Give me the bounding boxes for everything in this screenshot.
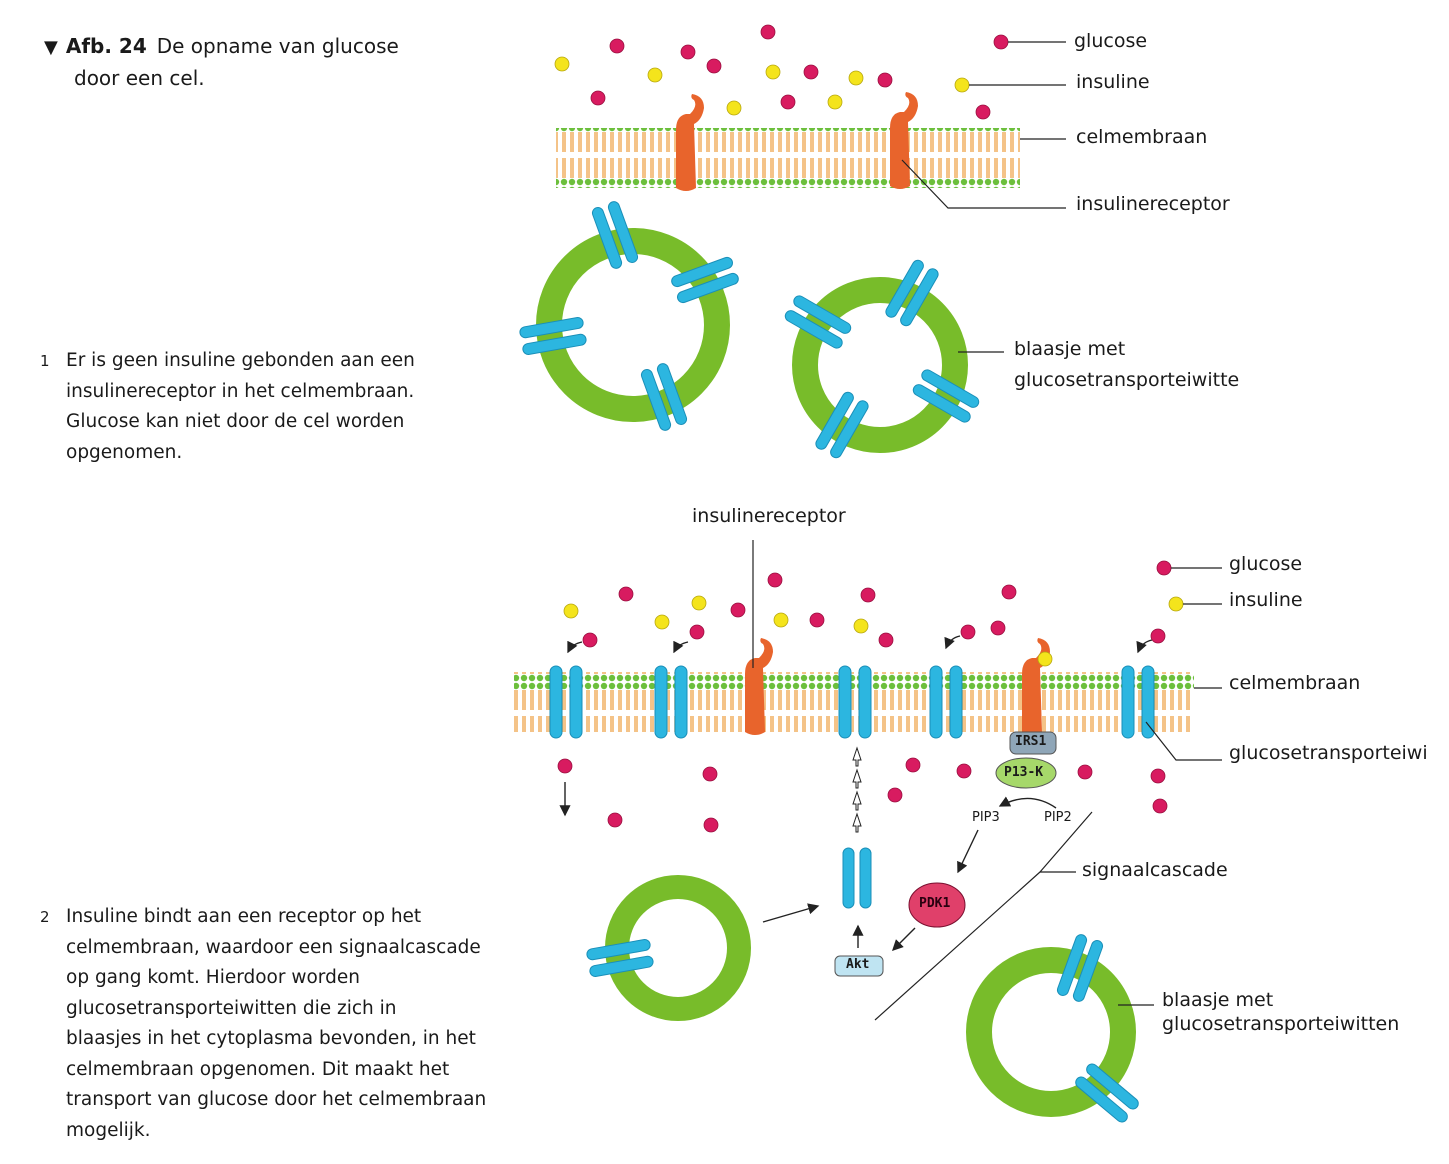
label-akt: Akt	[846, 957, 870, 972]
caption-2-line: celmembraan, waardoor een signaalcascade	[66, 936, 481, 958]
caption-2-line: celmembraan opgenomen. Dit maakt het	[66, 1058, 450, 1080]
glucose-molecules-panel2	[557, 560, 1172, 833]
label-transporter: glucosetransporteiwi	[1229, 742, 1428, 764]
pdk1-shape	[908, 882, 966, 928]
caption-1-line: opgenomen.	[66, 441, 183, 463]
caption-1-line: insulinereceptor in het celmembraan.	[66, 380, 415, 402]
caption-1-line: Er is geen insuline gebonden aan een	[66, 350, 415, 371]
membrane-bottom	[514, 672, 1194, 732]
figure-marker-icon: ▼	[44, 37, 58, 58]
leader-lines-panel2	[752, 540, 1222, 1021]
vesicle-3	[586, 875, 751, 1021]
insulin-molecules-panel1	[554, 56, 970, 116]
caption-2-line: glucosetransporteiwitten die zich in	[66, 997, 397, 1019]
figure-title: ▼ Afb. 24 De opname van glucose	[44, 30, 399, 64]
label-vesicle-2-line2: glucosetransporteiwitten	[1162, 1013, 1400, 1035]
label-receptor-1: insulinereceptor	[1076, 193, 1230, 215]
insulin-receptor-3	[745, 638, 773, 735]
label-pip2: PIP2	[1044, 810, 1072, 825]
label-receptor-2: insulinereceptor	[692, 505, 846, 527]
insulin-molecules-panel2	[563, 595, 1184, 634]
label-glucose-1: glucose	[1074, 30, 1148, 52]
vesicle-2	[792, 277, 968, 453]
vesicle-4	[966, 934, 1139, 1123]
leader-lines-panel1	[901, 41, 1066, 353]
vesicle-2-transporters	[784, 259, 980, 459]
label-membrane-1: celmembraan	[1076, 126, 1208, 148]
label-glucose-2: glucose	[1229, 553, 1303, 575]
caption-2-line: transport van glucose door het celmembra…	[66, 1089, 487, 1110]
insulin-receptor-2	[890, 92, 918, 189]
figure-number: Afb. 24	[65, 34, 147, 58]
label-insulin-2: insuline	[1229, 589, 1303, 611]
vesicle-1-transporters	[519, 201, 739, 431]
membrane-top	[556, 128, 1020, 188]
label-vesicle-1-line1: blaasje met	[1014, 338, 1126, 360]
upward-arrows	[852, 746, 862, 833]
akt-shape	[834, 955, 884, 977]
caption-1-number: 1	[40, 352, 50, 370]
caption-1: 1 Er is geen insuline gebonden aan een in…	[40, 346, 415, 468]
label-pdk1: PDK1	[919, 896, 951, 911]
irs1-shape	[1009, 731, 1057, 755]
label-insulin-1: insuline	[1076, 71, 1150, 93]
caption-1-line: Glucose kan niet door de cel worden	[66, 411, 405, 432]
insulin-receptor-bound	[1022, 638, 1053, 735]
caption-2-line: Insuline bindt aan een receptor op het	[66, 906, 422, 927]
caption-2-line: op gang komt. Hierdoor worden	[66, 967, 360, 988]
pi3k-shape	[995, 757, 1057, 789]
entry-arrows	[567, 635, 1153, 654]
free-transporter	[842, 847, 872, 909]
membrane-transporters	[549, 665, 1155, 739]
label-cascade: signaalcascade	[1082, 859, 1228, 881]
label-pi3k: P13-K	[1004, 765, 1044, 780]
figure-title-line1: De opname van glucose	[156, 34, 399, 58]
label-irs1: IRS1	[1015, 734, 1047, 749]
glucose-molecules-panel1	[590, 24, 1009, 120]
label-vesicle-1-line2: glucosetransporteiwitte	[1014, 369, 1240, 391]
insulin-receptor-1	[676, 94, 704, 191]
label-vesicle-2-line1: blaasje met	[1162, 989, 1274, 1011]
caption-2-number: 2	[40, 908, 50, 926]
label-membrane-2: celmembraan	[1229, 672, 1361, 694]
caption-2-line: mogelijk.	[66, 1119, 151, 1141]
figure-title-line2: door een cel.	[74, 66, 205, 90]
caption-2-line: blaasjes in het cytoplasma bevonden, in …	[66, 1028, 476, 1049]
label-pip3: PIP3	[972, 810, 1000, 825]
cascade-arrows	[559, 782, 1057, 951]
